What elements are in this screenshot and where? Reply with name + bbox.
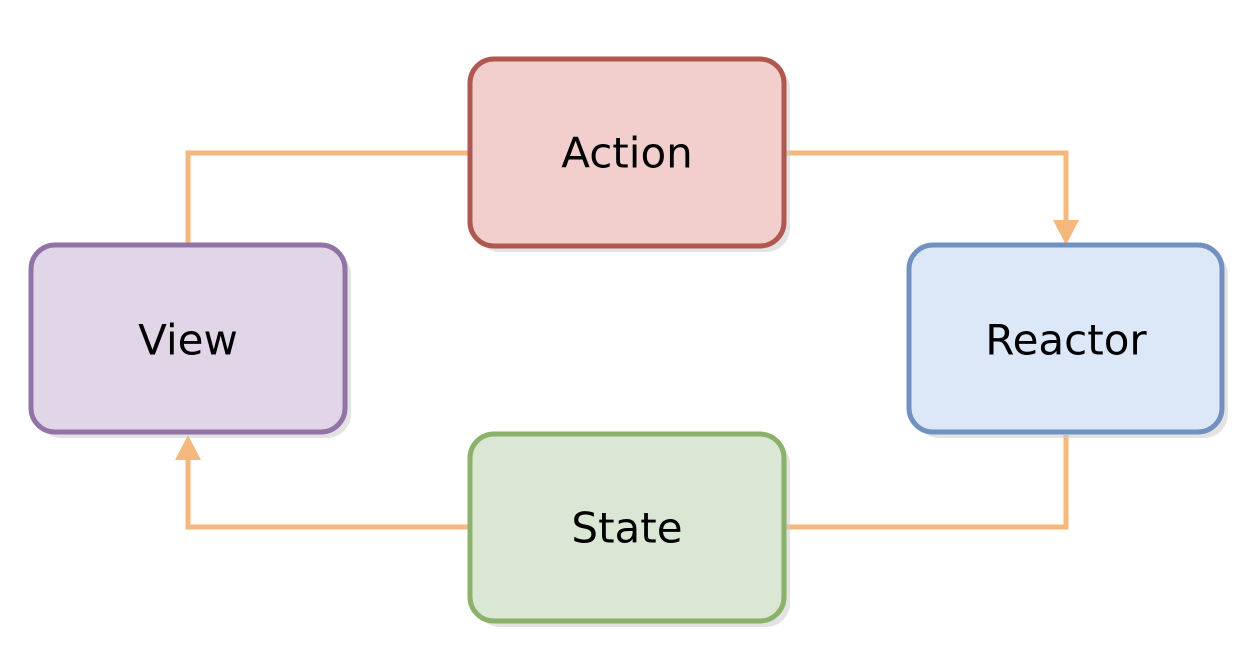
action-node-label: Action	[561, 129, 693, 178]
connector-reactor-to-state	[785, 435, 1069, 530]
action-node: Action	[467, 56, 790, 252]
arrow-head-reactor	[1053, 220, 1079, 245]
connector-state-to-view	[185, 458, 470, 530]
connector-action-to-reactor	[785, 150, 1069, 222]
state-node-box	[467, 431, 787, 624]
view-node-label: View	[138, 316, 238, 365]
view-node-box	[28, 242, 348, 435]
action-node-box	[467, 56, 787, 249]
connectors	[175, 150, 1079, 530]
view-node: View	[28, 242, 351, 438]
reactor-node-box	[906, 242, 1225, 435]
reactor-node-label: Reactor	[985, 316, 1147, 365]
state-node-label: State	[571, 504, 682, 553]
reactor-node: Reactor	[906, 242, 1228, 438]
state-node: State	[467, 431, 790, 627]
connector-view-to-action	[185, 150, 470, 244]
arrow-head-view	[175, 435, 201, 460]
